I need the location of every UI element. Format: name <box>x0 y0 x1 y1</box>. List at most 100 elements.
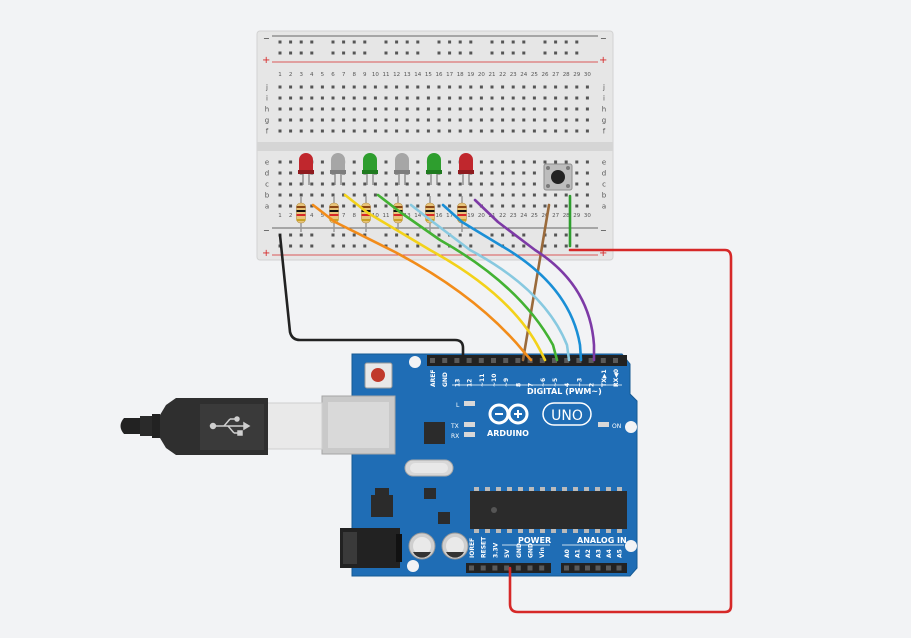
header-hole[interactable] <box>527 565 533 571</box>
terminal-hole <box>469 85 473 89</box>
column-number: 26 <box>542 213 549 219</box>
header-hole[interactable] <box>442 358 448 363</box>
header-hole[interactable] <box>574 565 580 571</box>
terminal-hole <box>342 96 346 100</box>
terminal-hole <box>554 107 558 111</box>
terminal-hole <box>564 129 568 133</box>
terminal-hole <box>373 204 377 208</box>
terminal-hole <box>543 193 547 197</box>
pushbutton-cap[interactable] <box>551 170 565 184</box>
column-number: 25 <box>531 72 538 78</box>
terminal-hole <box>416 96 420 100</box>
header-hole[interactable] <box>515 565 521 571</box>
tx-led <box>464 422 475 427</box>
header-hole[interactable] <box>469 565 474 571</box>
pushbutton[interactable] <box>543 163 573 191</box>
header-hole[interactable] <box>616 565 622 571</box>
header-hole[interactable] <box>576 358 582 363</box>
header-hole[interactable] <box>552 358 557 363</box>
resistor[interactable] <box>296 196 306 232</box>
header-hole[interactable] <box>515 358 521 363</box>
header-hole[interactable] <box>430 358 435 363</box>
column-number: 4 <box>310 72 314 78</box>
led-red[interactable] <box>458 153 474 185</box>
terminal-hole <box>490 118 494 122</box>
terminal-hole <box>448 193 452 197</box>
row-letter: b <box>265 192 270 200</box>
on-led <box>598 422 609 427</box>
header-hole[interactable] <box>539 565 545 571</box>
header-hole[interactable] <box>492 565 498 571</box>
terminal-hole <box>395 129 399 133</box>
header-hole[interactable] <box>564 358 570 363</box>
header-hole[interactable] <box>606 565 611 571</box>
rail-hole <box>437 244 441 248</box>
terminal-hole <box>363 118 367 122</box>
terminal-hole <box>448 204 452 208</box>
header-hole[interactable] <box>503 358 509 363</box>
header-hole[interactable] <box>613 358 618 363</box>
header-hole[interactable] <box>595 565 601 571</box>
terminal-hole <box>299 182 303 186</box>
column-number: 25 <box>531 213 538 219</box>
usb-chip <box>424 422 445 444</box>
header-hole[interactable] <box>480 565 486 571</box>
terminal-hole <box>363 85 367 89</box>
terminal-hole <box>479 107 483 111</box>
rail-hole <box>395 40 399 44</box>
rail-hole <box>522 233 526 237</box>
pin-label: AREF <box>430 370 437 387</box>
rail-hole <box>543 244 547 248</box>
column-number: 4 <box>310 213 314 219</box>
column-number: 15 <box>425 72 432 78</box>
rail-hole <box>278 40 282 44</box>
header-hole[interactable] <box>504 565 510 571</box>
led-red[interactable] <box>298 153 314 185</box>
small-component <box>424 488 436 499</box>
terminal-hole <box>310 96 314 100</box>
terminal-hole <box>501 204 505 208</box>
header-hole[interactable] <box>600 358 606 363</box>
led-green[interactable] <box>362 153 378 185</box>
resistor[interactable] <box>457 196 467 232</box>
led-green[interactable] <box>426 153 442 185</box>
breadboard[interactable]: 1122334455667788991010111112121313141415… <box>256 30 614 261</box>
rail-hole <box>342 51 346 55</box>
header-hole[interactable] <box>564 565 569 571</box>
reset-button[interactable] <box>364 362 393 389</box>
terminal-hole <box>469 193 473 197</box>
header-hole[interactable] <box>466 358 472 363</box>
rail-hole <box>490 244 494 248</box>
header-hole[interactable] <box>454 358 460 363</box>
rail-hole <box>405 51 409 55</box>
terminal-hole <box>501 171 505 175</box>
led-grey[interactable] <box>330 153 346 185</box>
column-number: 23 <box>510 213 517 219</box>
rail-hole <box>331 51 335 55</box>
terminal-hole <box>426 129 430 133</box>
rail-hole <box>289 233 293 237</box>
rail-hole <box>575 244 579 248</box>
header-hole[interactable] <box>478 358 484 363</box>
header-hole[interactable] <box>588 358 594 363</box>
header-hole[interactable] <box>539 358 545 363</box>
column-number: 26 <box>542 72 549 78</box>
column-number: 1 <box>278 72 282 78</box>
header-hole[interactable] <box>491 358 496 363</box>
rail-hole <box>384 244 388 248</box>
column-number: 14 <box>414 213 421 219</box>
column-number: 13 <box>404 72 411 78</box>
wire-yellow <box>343 193 547 362</box>
column-number: 7 <box>342 72 346 78</box>
terminal-hole <box>352 107 356 111</box>
led-grey[interactable] <box>394 153 410 185</box>
arduino-model: UNO <box>551 408 583 424</box>
usb-cable[interactable] <box>120 398 323 455</box>
rail-hole <box>384 40 388 44</box>
rail-hole <box>363 51 367 55</box>
header-hole[interactable] <box>585 565 590 571</box>
small-component <box>438 512 450 524</box>
terminal-hole <box>448 182 452 186</box>
